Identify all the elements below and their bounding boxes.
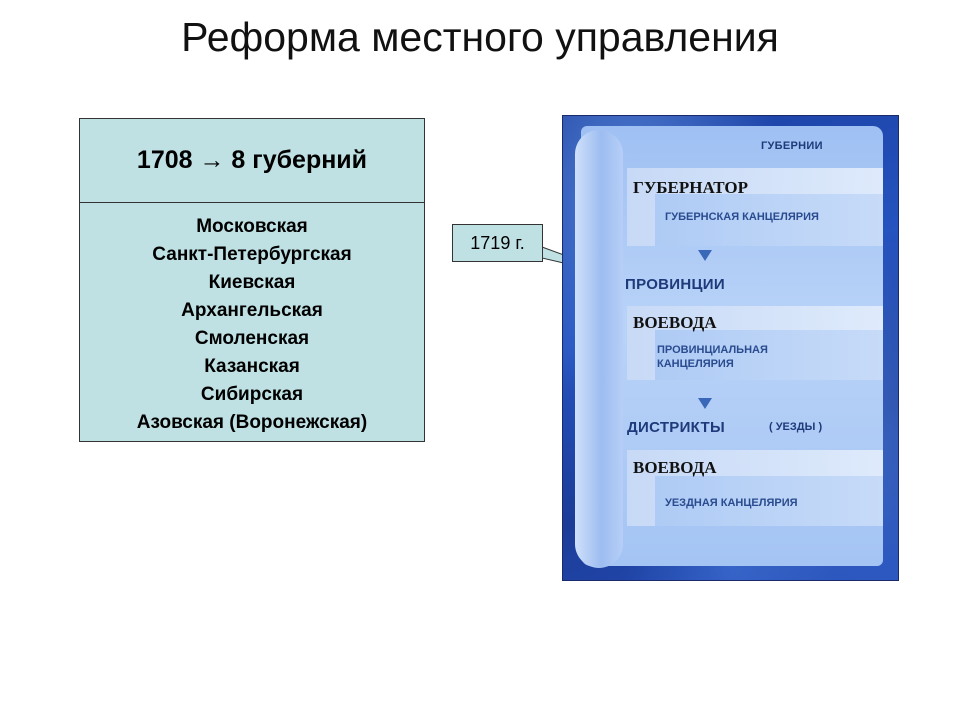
list-item: Санкт-Петербургская bbox=[152, 244, 352, 265]
list-item: Архангельская bbox=[181, 300, 323, 321]
list-item: Киевская bbox=[208, 272, 296, 293]
scroll-curl bbox=[575, 130, 623, 568]
arrow-down-icon bbox=[698, 398, 712, 409]
voevoda-district-block bbox=[627, 450, 883, 526]
reform-hierarchy-panel: ГУБЕРНИИ ГУБЕРНАТОР ГУБЕРНСКАЯ КАНЦЕЛЯРИ… bbox=[562, 115, 899, 581]
callout-1719: 1719 г. bbox=[452, 224, 543, 262]
list-item: Смоленская bbox=[194, 328, 310, 349]
arrow-down-icon bbox=[698, 250, 712, 261]
gubernator-block bbox=[627, 168, 883, 246]
voevoda-label: ВОЕВОДА bbox=[633, 313, 717, 332]
slide-title: Реформа местного управления bbox=[181, 14, 779, 60]
list-item: Казанская bbox=[204, 356, 300, 377]
level-heading-distrikty: ДИСТРИКТЫ bbox=[627, 419, 725, 436]
gubernator-label: ГУБЕРНАТОР bbox=[633, 178, 748, 197]
level-heading-provincii: ПРОВИНЦИИ bbox=[625, 276, 725, 293]
provincialnaya-kancelyaria: ПРОВИНЦИАЛЬНАЯ КАНЦЕЛЯРИЯ bbox=[657, 344, 768, 370]
uezdnaya-kancelyaria: УЕЗДНАЯ КАНЦЕЛЯРИЯ bbox=[665, 497, 798, 509]
list-item: Сибирская bbox=[200, 384, 304, 405]
level-heading-note: ( УЕЗДЫ ) bbox=[769, 421, 823, 433]
gubernii-list: Московская Санкт-Петербургская Киевская … bbox=[80, 203, 424, 437]
list-item: Азовская (Воронежская) bbox=[136, 412, 368, 433]
gubernii-heading: 1708 → 8 губерний bbox=[80, 119, 424, 203]
gubernskaya-kancelyaria: ГУБЕРНСКАЯ КАНЦЕЛЯРИЯ bbox=[665, 211, 819, 223]
gubernii-box: 1708 → 8 губерний Московская Санкт-Петер… bbox=[79, 118, 425, 442]
level-heading-gubernii: ГУБЕРНИИ bbox=[761, 140, 823, 152]
list-item: Московская bbox=[196, 216, 308, 237]
voevoda-province-block bbox=[627, 306, 883, 380]
voevoda-label: ВОЕВОДА bbox=[633, 458, 717, 477]
